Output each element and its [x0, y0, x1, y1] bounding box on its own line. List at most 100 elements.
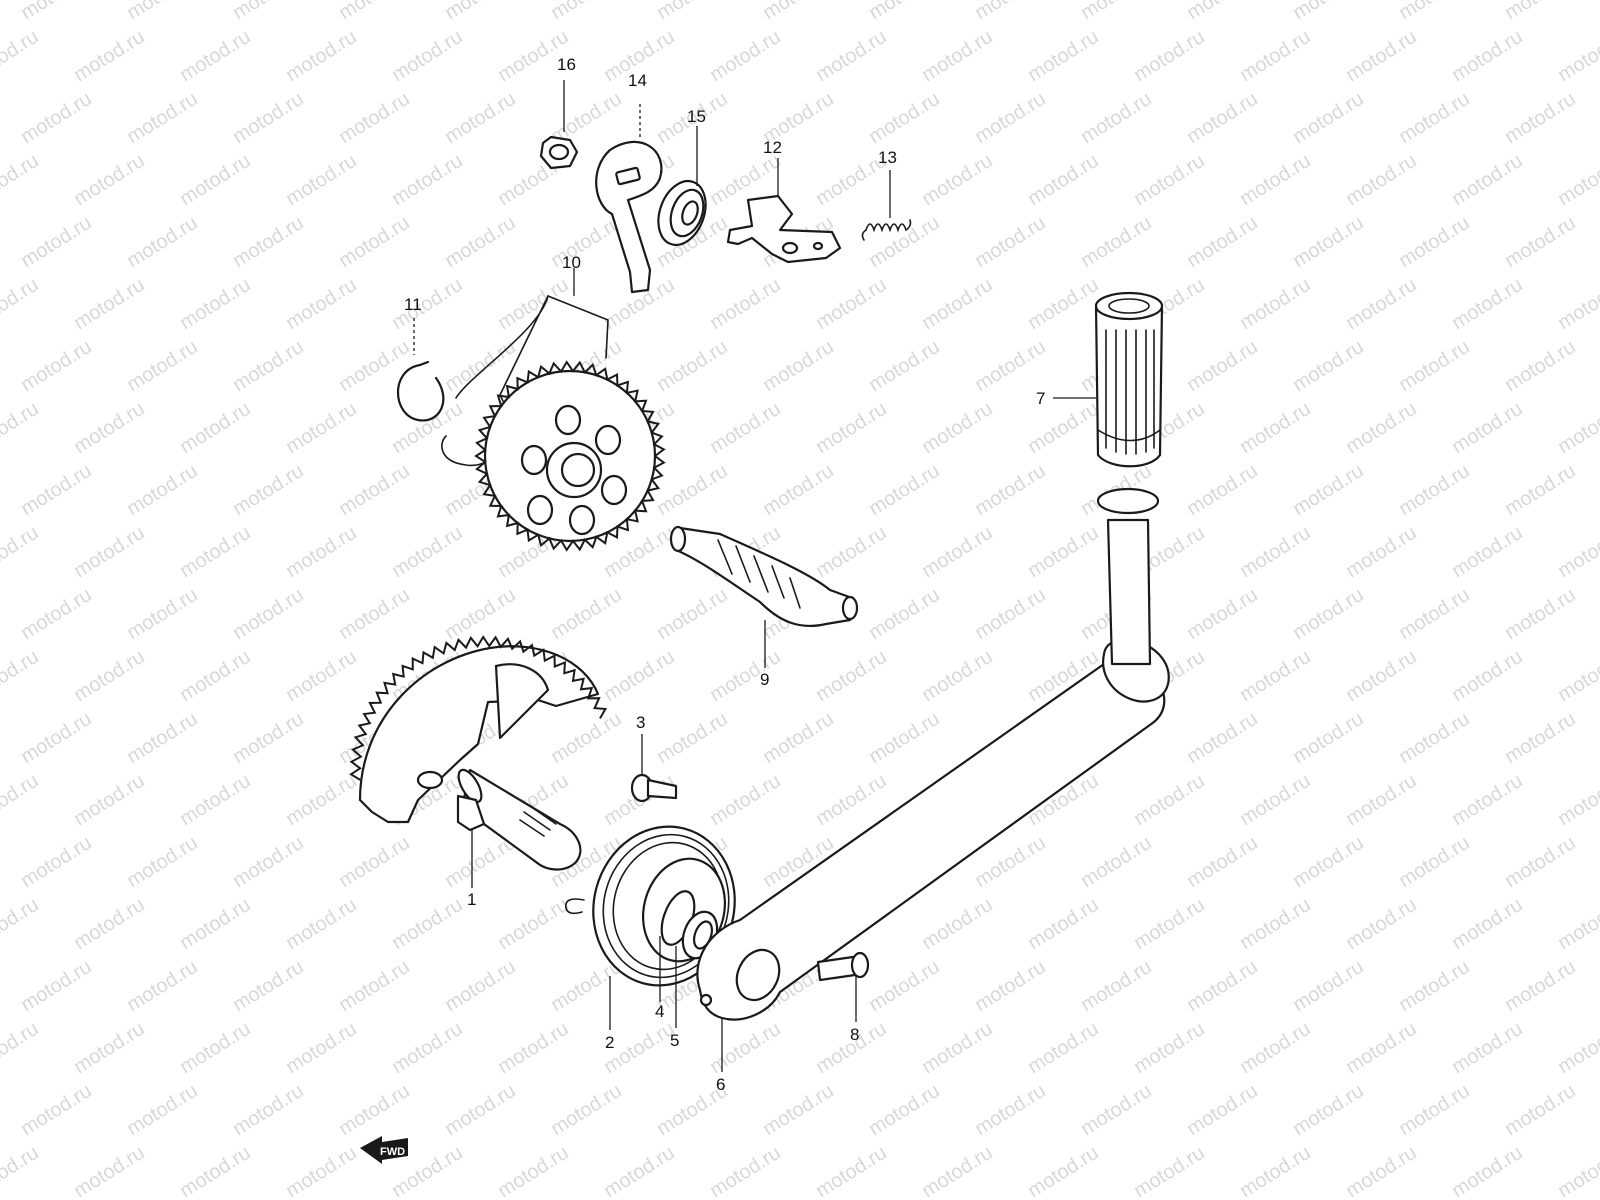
watermark-text: motod.ru	[494, 1018, 573, 1078]
watermark-text: motod.ru	[335, 832, 414, 892]
watermark-text: motod.ru	[229, 956, 308, 1016]
watermark-text: motod.ru	[918, 1142, 997, 1200]
watermark-text: motod.ru	[1342, 274, 1421, 334]
watermark-text: motod.ru	[176, 522, 255, 582]
watermark-text: motod.ru	[0, 150, 43, 210]
watermark-text: motod.ru	[971, 0, 1050, 24]
watermark-text: motod.ru	[441, 88, 520, 148]
watermark-text: motod.ru	[1395, 584, 1474, 644]
watermark-text: motod.ru	[971, 212, 1050, 272]
watermark-text: motod.ru	[1501, 832, 1580, 892]
watermark-text: motod.ru	[0, 26, 43, 86]
watermark-text: motod.ru	[759, 336, 838, 396]
watermark-text: motod.ru	[1077, 956, 1156, 1016]
fwd-label: FWD	[380, 1146, 405, 1158]
watermark-text: motod.ru	[865, 88, 944, 148]
watermark-text: motod.ru	[1024, 1018, 1103, 1078]
callout-12: 12	[763, 138, 782, 157]
watermark-text: motod.ru	[865, 584, 944, 644]
watermark-text: motod.ru	[1342, 26, 1421, 86]
watermark-text: motod.ru	[335, 0, 414, 24]
watermark-text: motod.ru	[282, 894, 361, 954]
watermark-text: motod.ru	[282, 274, 361, 334]
watermark-text: motod.ru	[1183, 1080, 1262, 1140]
watermark-text: motod.ru	[229, 88, 308, 148]
watermark-text: motod.ru	[1130, 1018, 1209, 1078]
callout-2: 2	[605, 1033, 614, 1052]
watermark-text: motod.ru	[600, 1142, 679, 1200]
fwd-direction-marker: FWD	[360, 1136, 408, 1164]
watermark-text: motod.ru	[1342, 646, 1421, 706]
watermark-text: motod.ru	[282, 522, 361, 582]
callout-13: 13	[878, 148, 897, 167]
watermark-text: motod.ru	[176, 1142, 255, 1200]
watermark-text: motod.ru	[865, 336, 944, 396]
watermark-text: motod.ru	[547, 584, 626, 644]
watermark-text: motod.ru	[547, 1080, 626, 1140]
watermark-text: motod.ru	[0, 770, 43, 830]
watermark-text: motod.ru	[706, 1018, 785, 1078]
part-13-spring	[861, 170, 912, 241]
watermark-text: motod.ru	[17, 460, 96, 520]
watermark-text: motod.ru	[1183, 212, 1262, 272]
watermark-text: motod.ru	[1554, 522, 1600, 582]
watermark-text: motod.ru	[335, 584, 414, 644]
watermark-text: motod.ru	[971, 88, 1050, 148]
watermark-text: motod.ru	[1236, 1018, 1315, 1078]
watermark-text: motod.ru	[1501, 0, 1580, 24]
watermark-text: motod.ru	[918, 894, 997, 954]
watermark-text: motod.ru	[123, 88, 202, 148]
watermark-text: motod.ru	[1501, 212, 1580, 272]
watermark-text: motod.ru	[1024, 894, 1103, 954]
watermark-text: motod.ru	[1395, 460, 1474, 520]
watermark-text: motod.ru	[1024, 274, 1103, 334]
watermark-text: motod.ru	[1289, 0, 1368, 24]
watermark-text: motod.ru	[282, 26, 361, 86]
watermark-text: motod.ru	[865, 460, 944, 520]
watermark-text: motod.ru	[388, 274, 467, 334]
gear-teeth	[474, 360, 666, 552]
callout-3: 3	[636, 713, 645, 732]
watermark-text: motod.ru	[70, 770, 149, 830]
watermark-text: motod.ru	[918, 150, 997, 210]
watermark-text: motod.ru	[494, 894, 573, 954]
watermark-text: motod.ru	[1501, 1080, 1580, 1140]
watermark-text: motod.ru	[653, 460, 732, 520]
watermark-text: motod.ru	[1342, 522, 1421, 582]
watermark-text: motod.ru	[1448, 770, 1527, 830]
part-6-kick-starter-lever	[696, 487, 1170, 1072]
watermark-text: motod.ru	[1501, 708, 1580, 768]
watermark-text: motod.ru	[759, 0, 838, 24]
watermark-text: motod.ru	[1554, 646, 1600, 706]
callout-16: 16	[557, 55, 576, 74]
watermark-text: motod.ru	[706, 398, 785, 458]
watermark-text: motod.ru	[70, 1142, 149, 1200]
watermark-text: motod.ru	[17, 956, 96, 1016]
watermark-text: motod.ru	[1448, 1018, 1527, 1078]
watermark-text: motod.ru	[1236, 522, 1315, 582]
watermark-text: motod.ru	[123, 0, 202, 24]
watermark-text: motod.ru	[706, 1142, 785, 1200]
watermark-text: motod.ru	[441, 0, 520, 24]
watermark-text: motod.ru	[547, 0, 626, 24]
watermark-text: motod.ru	[1130, 26, 1209, 86]
watermark-text: motod.ru	[0, 398, 43, 458]
watermark-text: motod.ru	[282, 646, 361, 706]
watermark-text: motod.ru	[971, 1080, 1050, 1140]
watermark-text: motod.ru	[1183, 460, 1262, 520]
watermark-text: motod.ru	[1342, 1018, 1421, 1078]
watermark-text: motod.ru	[0, 1142, 43, 1200]
watermark-text: motod.ru	[17, 832, 96, 892]
callout-11: 11	[404, 295, 422, 314]
callout-labels: 16 14 15 12 13 10 11 7 9 3 1 4 2 5 8 6	[404, 55, 1045, 1094]
watermark-text: motod.ru	[971, 956, 1050, 1016]
watermark-text: motod.ru	[388, 26, 467, 86]
part-11-circlip	[397, 318, 445, 422]
watermark-text: motod.ru	[229, 1080, 308, 1140]
watermark-text: motod.ru	[918, 398, 997, 458]
watermark-text: motod.ru	[1236, 894, 1315, 954]
watermark-text: motod.ru	[1554, 894, 1600, 954]
watermark-text: motod.ru	[1554, 1142, 1600, 1200]
watermark-text: motod.ru	[70, 398, 149, 458]
watermark-text: motod.ru	[1024, 26, 1103, 86]
